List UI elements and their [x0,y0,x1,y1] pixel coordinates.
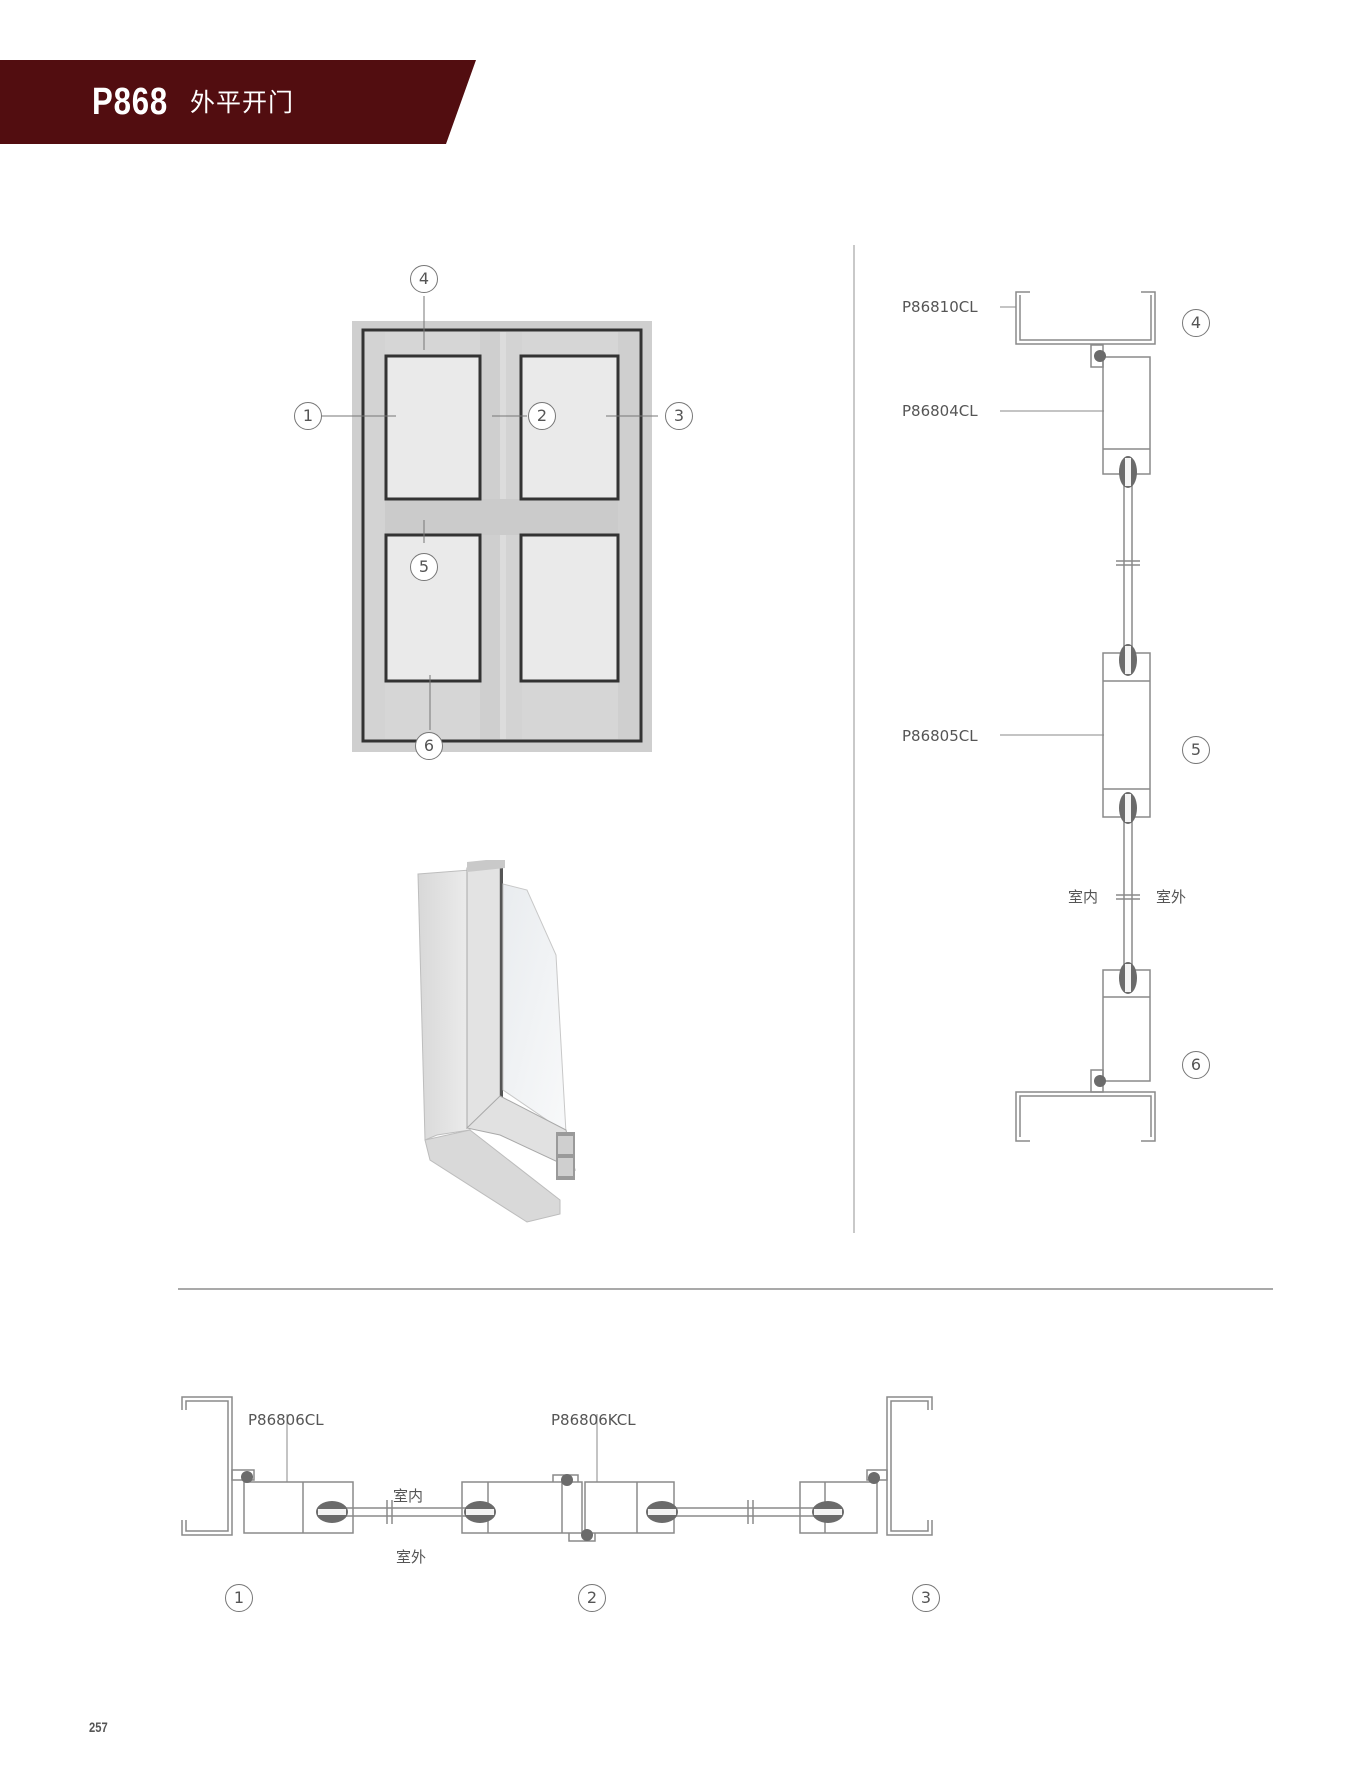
hsection-callout-1: 1 [225,1584,253,1612]
horizontal-section-drawing [175,1390,975,1550]
part-label-p86805cl: P86805CL [902,727,978,745]
model-name: 外平开门 [190,88,295,117]
vsection-indoor-label: 室内 [1068,888,1099,906]
hsection-outdoor-label: 室外 [396,1548,427,1566]
callout-6: 6 [415,732,443,760]
door-elevation [280,260,720,820]
vertical-section-drawing [1000,285,1170,1150]
callout-3: 3 [665,402,693,430]
header-band [0,60,476,144]
header-band-shape [0,60,476,144]
page-number: 257 [89,1719,108,1735]
horizontal-section-svg [181,1396,933,1542]
vsection-callout-4: 4 [1182,309,1210,337]
vertical-section-svg [1000,291,1156,1142]
hsection-callout-3: 3 [912,1584,940,1612]
profile-3d-image [417,858,576,1223]
callout-4: 4 [410,265,438,293]
section-divider-vertical [853,245,855,1233]
vsection-outdoor-label: 室外 [1156,888,1187,906]
vsection-callout-6: 6 [1182,1051,1210,1079]
door-elevation-drawing [322,296,658,752]
callout-5: 5 [410,553,438,581]
model-code: P868 [92,81,169,123]
profile-3d-render [410,858,590,1230]
hsection-indoor-label: 室内 [393,1487,424,1505]
part-label-p86806cl: P86806CL [248,1411,324,1429]
vsection-callout-5: 5 [1182,736,1210,764]
section-divider-horizontal [178,1288,1273,1290]
part-label-p86806kcl: P86806KCL [551,1411,636,1429]
hsection-callout-2: 2 [578,1584,606,1612]
callout-1: 1 [294,402,322,430]
callout-2: 2 [528,402,556,430]
part-label-p86804cl: P86804CL [902,402,978,420]
part-label-p86810cl: P86810CL [902,298,978,316]
